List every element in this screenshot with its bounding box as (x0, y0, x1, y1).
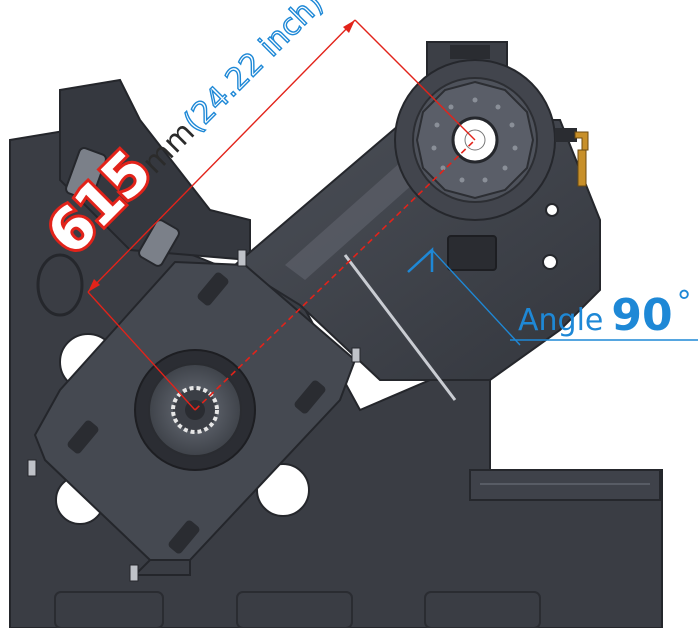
dimension-arrow-top-icon (343, 20, 355, 33)
dimension-arrow-bottom-icon (88, 279, 100, 292)
angle-value: 90 (611, 290, 672, 341)
angle-word: Angle (518, 303, 603, 338)
angle-indicator (407, 247, 698, 346)
angle-degree-symbol: ° (677, 285, 692, 320)
dimension-imperial: (24.22 inch) (177, 0, 330, 140)
dimension-lines (87, 19, 476, 411)
